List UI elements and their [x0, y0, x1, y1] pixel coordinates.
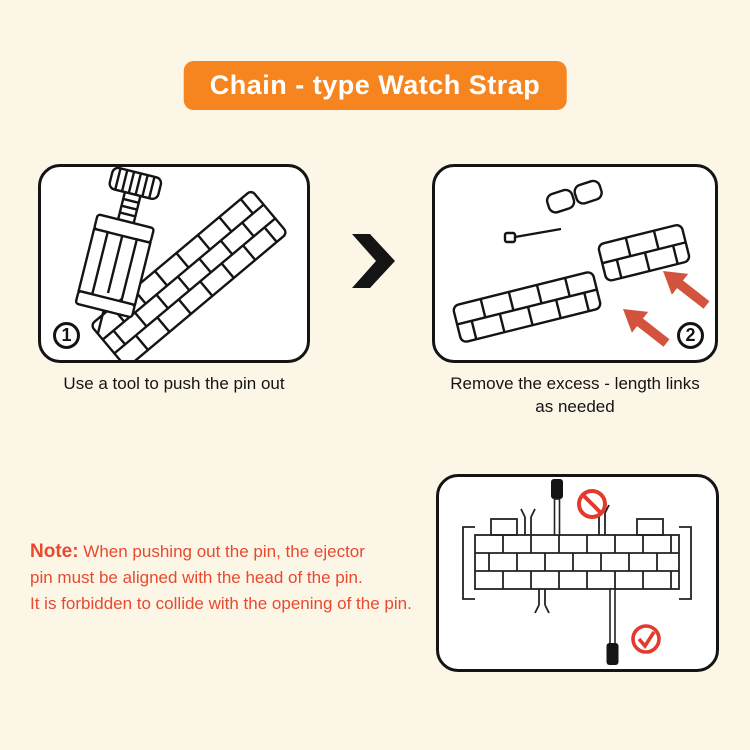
ejector-pin-top	[551, 479, 563, 536]
link-remover-tool	[74, 167, 163, 335]
ejector-pin-bottom	[606, 588, 619, 665]
note-line-2: pin must be aligned with the head of the…	[30, 568, 363, 587]
step-2-panel: 2	[432, 164, 718, 363]
prohibited-icon	[577, 489, 607, 519]
pin-alignment-diagram	[462, 479, 692, 665]
chevron-right-icon	[352, 234, 395, 288]
step-1-panel: 1	[38, 164, 310, 363]
pin-pusher-tool-illustration	[74, 167, 287, 360]
step-1-caption: Use a tool to push the pin out	[63, 374, 285, 393]
note-line-3: It is forbidden to collide with the open…	[30, 594, 412, 613]
step-1-number-badge: 1	[53, 322, 80, 349]
step-2-number-badge: 2	[677, 322, 704, 349]
removed-pin-head	[503, 231, 517, 244]
note-label: Note:	[30, 541, 79, 562]
page-title: Chain - type Watch Strap	[183, 61, 567, 110]
note-line-1: When pushing out the pin, the ejector	[83, 542, 365, 561]
step-2-caption: Remove the excess - length links as need…	[450, 374, 700, 416]
separated-links-illustration	[452, 179, 710, 347]
check-circle-icon	[631, 624, 661, 654]
red-arrow-icons	[623, 271, 710, 347]
note: Note: When pushing out the pin, the ejec…	[30, 539, 470, 617]
alignment-diagram-panel	[436, 474, 719, 672]
